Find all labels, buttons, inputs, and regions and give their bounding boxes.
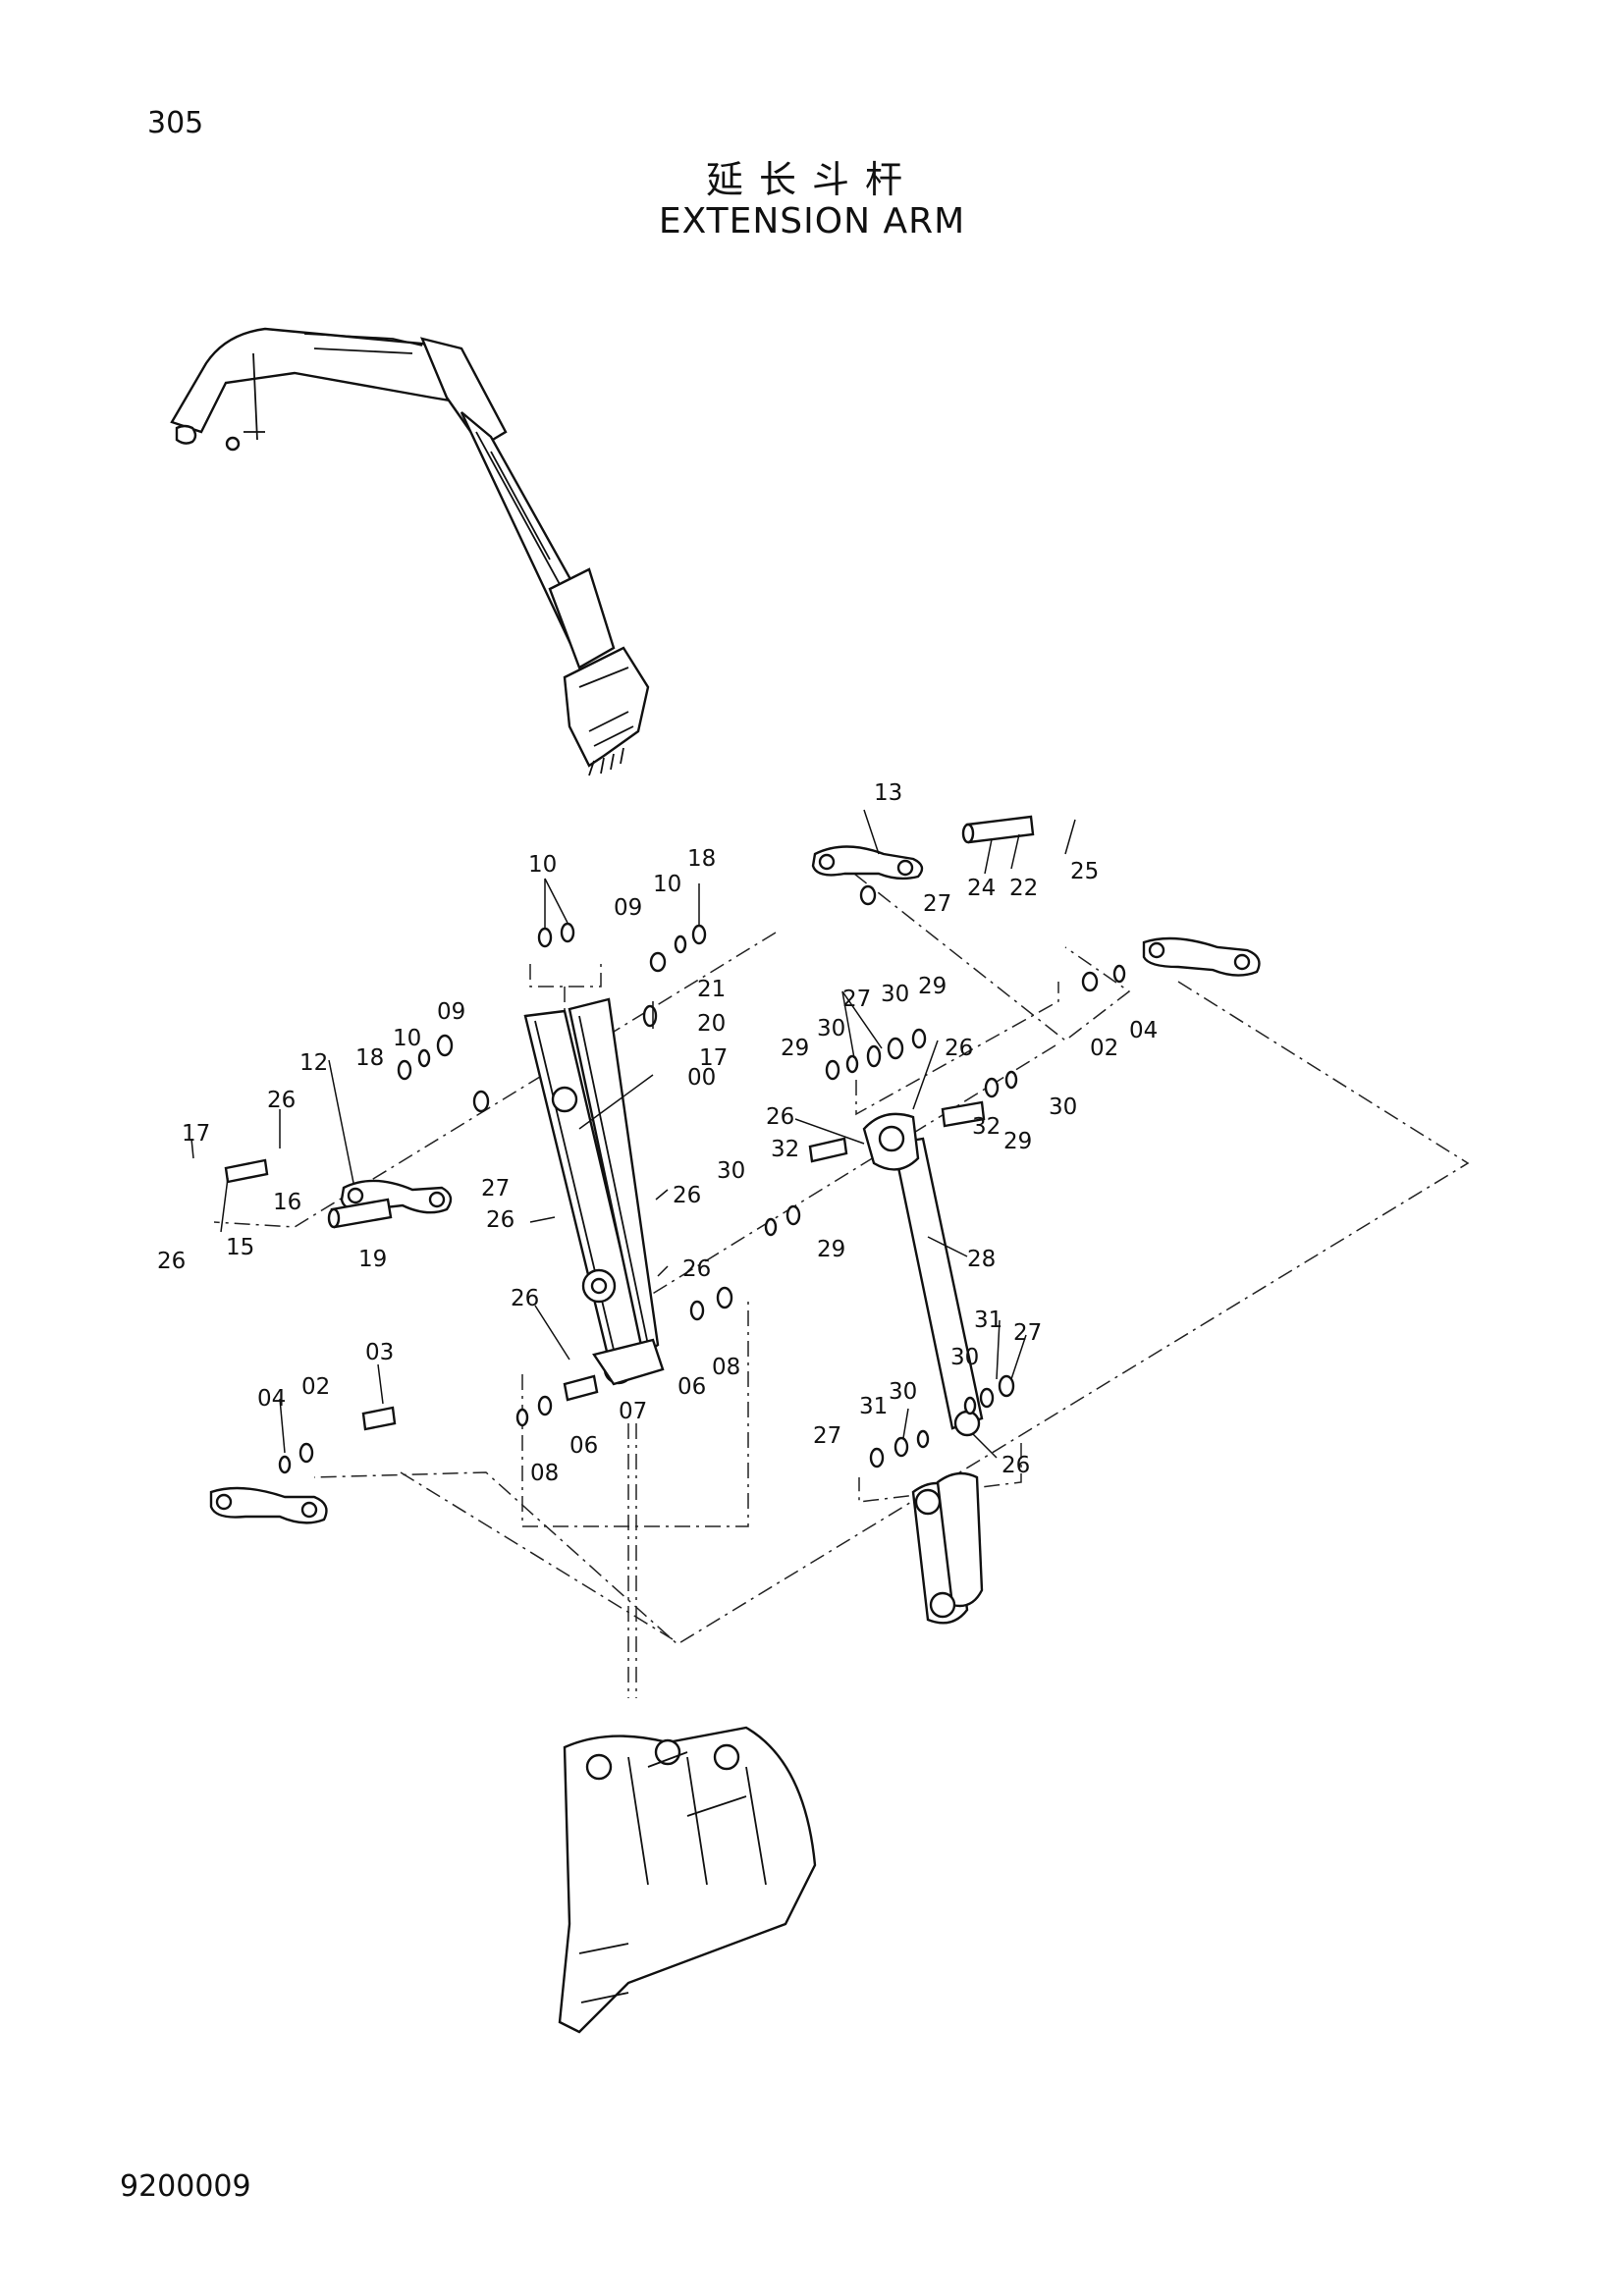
callout: 26 [766, 1104, 794, 1130]
link-lower-right [911, 1471, 984, 1625]
bucket [558, 1726, 817, 2034]
callout: 30 [881, 982, 909, 1007]
callout: 27 [923, 891, 951, 917]
callout: 31 [859, 1394, 888, 1419]
callout: 04 [257, 1386, 286, 1412]
callout: 26 [157, 1249, 186, 1274]
callout: 27 [842, 987, 871, 1012]
leader-lines [190, 809, 1076, 1459]
callout: 03 [365, 1340, 394, 1365]
callout: 09 [614, 895, 642, 921]
callout: 04 [1129, 1018, 1158, 1043]
callout: 09 [437, 999, 465, 1025]
callout: 15 [226, 1235, 254, 1260]
callout: 31 [974, 1308, 1002, 1333]
callout-labels: 13 10 18 09 10 24 22 25 27 21 20 17 27 3… [157, 780, 1158, 1486]
callout: 26 [511, 1286, 539, 1311]
excavator-overview-drawing [170, 327, 650, 776]
callout: 07 [619, 1399, 647, 1424]
arm-extension-frame [523, 997, 665, 1386]
callout: 29 [918, 974, 947, 999]
callout: 30 [717, 1158, 745, 1184]
callout: 27 [813, 1423, 841, 1449]
callout: 30 [817, 1016, 845, 1041]
callout: 26 [945, 1036, 973, 1061]
callout: 21 [697, 977, 726, 1002]
callout: 30 [889, 1379, 917, 1405]
callout: 26 [1001, 1453, 1030, 1478]
drawing-code: 9200009 [120, 2169, 251, 2204]
link-left-lower [209, 1486, 328, 1524]
assembly-guide-lines [213, 873, 1470, 1698]
link-right-upper [1142, 936, 1261, 977]
callout: 19 [358, 1247, 387, 1272]
callout: 10 [393, 1026, 421, 1051]
link-28 [862, 1112, 984, 1437]
callout: 29 [1003, 1129, 1032, 1154]
callout: 00 [687, 1065, 716, 1091]
link-13 [811, 845, 924, 881]
callout: 26 [673, 1183, 701, 1208]
callout: 10 [653, 872, 681, 897]
callout: 29 [817, 1237, 845, 1262]
callout: 26 [267, 1088, 296, 1113]
callout: 06 [569, 1433, 598, 1459]
callout: 18 [355, 1045, 384, 1071]
callout: 12 [299, 1050, 328, 1076]
callout: 02 [1090, 1036, 1118, 1061]
callout: 17 [182, 1121, 210, 1147]
callout: 18 [687, 846, 716, 872]
callout: 30 [950, 1345, 979, 1370]
callout: 17 [699, 1045, 728, 1071]
callout: 16 [273, 1190, 301, 1215]
callout: 02 [301, 1374, 330, 1400]
rings-seals [278, 884, 1126, 1474]
callout: 26 [486, 1207, 514, 1233]
pins-and-bushings [224, 815, 1035, 1431]
callout: 10 [528, 852, 557, 878]
callout: 27 [481, 1176, 510, 1201]
callout: 29 [781, 1036, 809, 1061]
callout: 28 [967, 1247, 996, 1272]
page-number: 305 [147, 106, 204, 140]
callout: 26 [682, 1256, 711, 1282]
callout: 22 [1009, 876, 1038, 901]
callout: 27 [1013, 1320, 1042, 1346]
title-chinese: 延长斗杆 [705, 158, 918, 201]
callout: 24 [967, 876, 996, 901]
callout: 08 [530, 1461, 559, 1486]
callout: 13 [874, 780, 902, 806]
title-english: EXTENSION ARM [658, 201, 966, 241]
callout: 06 [677, 1374, 706, 1400]
callout: 32 [771, 1137, 799, 1162]
callout: 25 [1070, 859, 1099, 884]
callout: 20 [697, 1011, 726, 1037]
callout: 08 [712, 1355, 740, 1380]
callout: 30 [1049, 1095, 1077, 1120]
callout: 32 [972, 1114, 1001, 1140]
